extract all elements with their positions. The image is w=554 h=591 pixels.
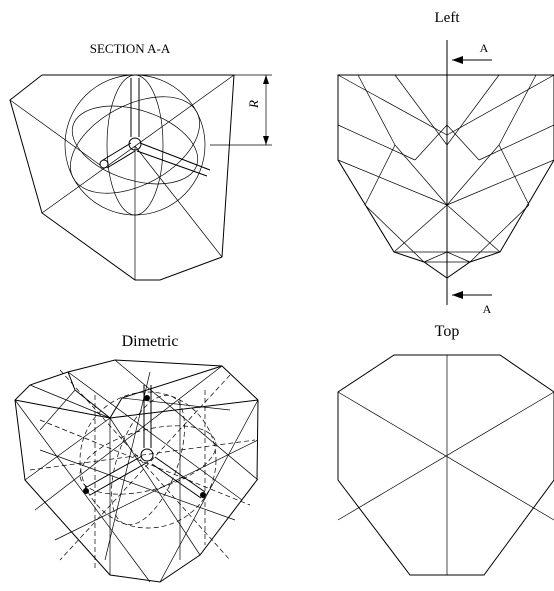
section-outline [9, 74, 235, 281]
left-view-title: Left [435, 10, 461, 26]
section-view: SECTION A-A [9, 41, 272, 281]
cut-label-top: A [480, 41, 489, 55]
cut-label-bottom: A [483, 302, 492, 316]
dimetric-center-hub [83, 385, 206, 499]
section-view-title: SECTION A-A [90, 41, 171, 56]
top-view-title: Top [435, 323, 460, 340]
section-center-hub [99, 78, 211, 177]
section-cut-line: A A [446, 40, 492, 316]
top-facets [337, 355, 554, 575]
dimension-R: R [210, 74, 272, 146]
left-view: Left [337, 10, 554, 316]
dimetric-facets [14, 359, 259, 583]
top-outline [337, 354, 554, 576]
dimetric-view: Dimetric [14, 333, 259, 583]
section-sphere [64, 74, 206, 216]
left-outline [337, 74, 554, 279]
dimetric-hidden-lines [29, 369, 256, 570]
left-facets [337, 74, 554, 263]
dimetric-view-title: Dimetric [122, 333, 179, 350]
top-view: Top [337, 323, 554, 576]
dimension-R-label: R [246, 100, 261, 109]
